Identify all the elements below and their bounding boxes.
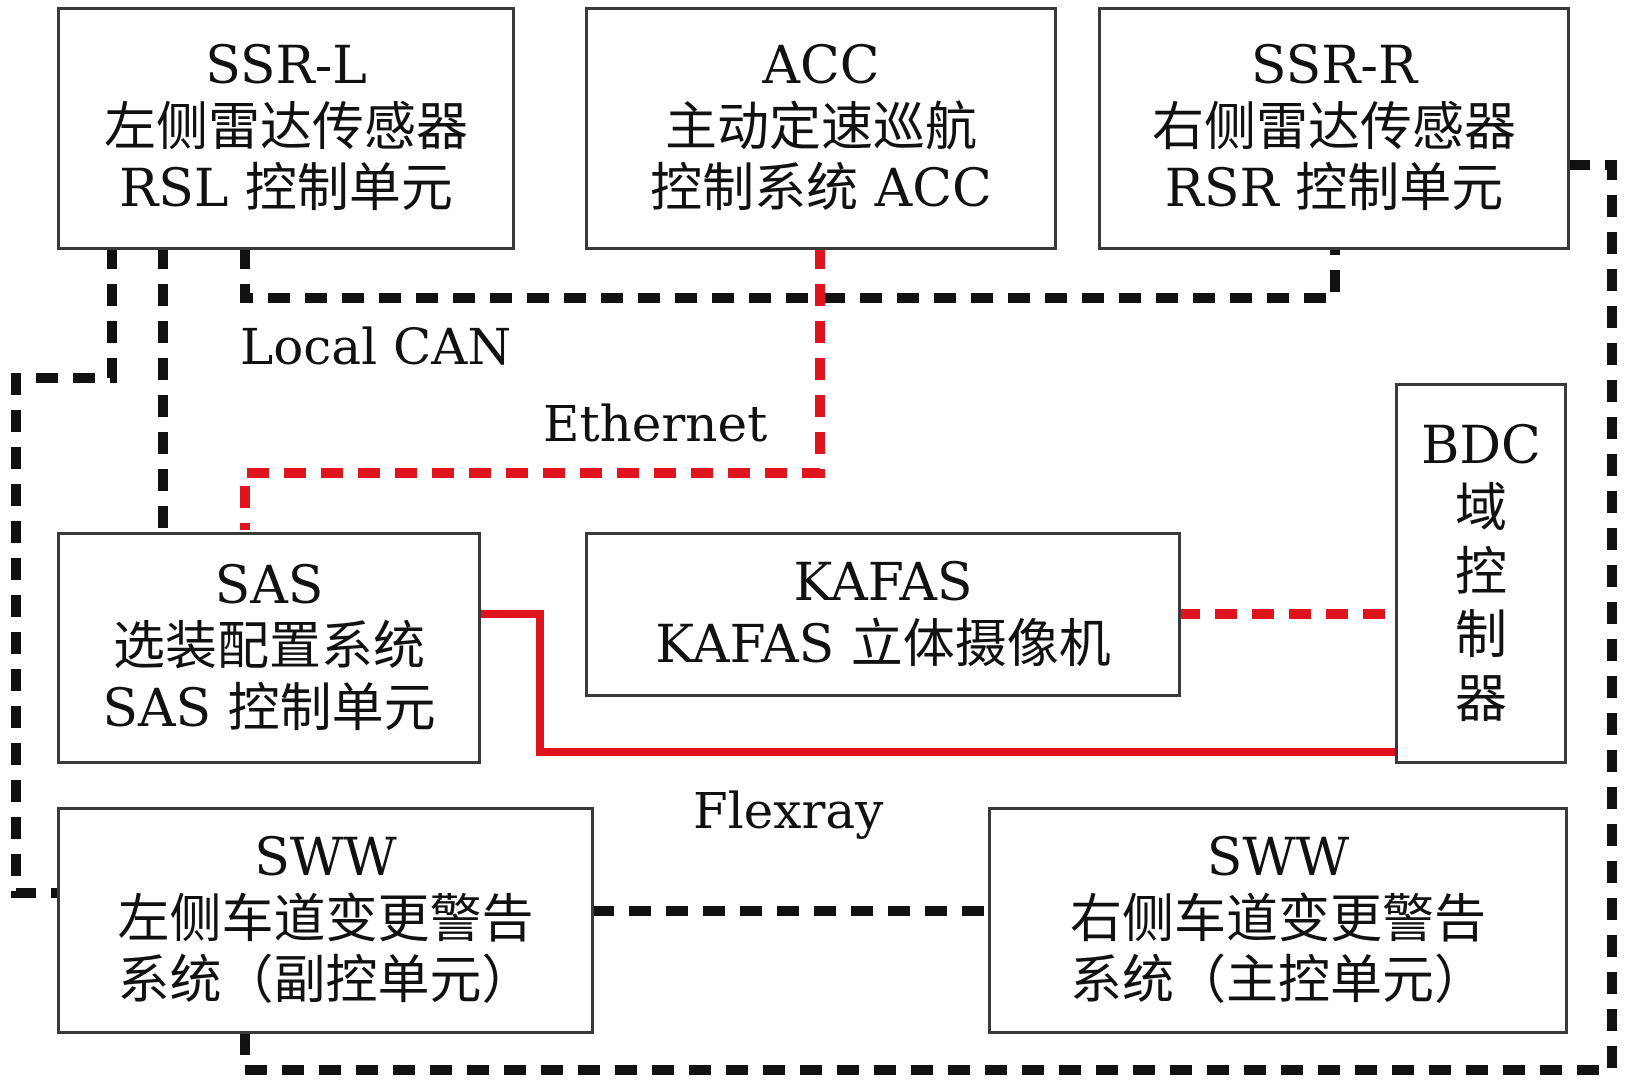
ssr-l-line-3: RSL 控制单元 [119,159,453,220]
ethernet-label: Ethernet [543,395,768,453]
sww-left-node: SWW 左侧车道变更警告 系统（副控单元） [57,807,594,1034]
local-can-top-bus [240,247,1340,303]
ssr-r-line-1: SSR-R [1250,36,1418,97]
bdc-node: BDC 域 控 制 器 [1395,383,1567,764]
ethernet-bus [240,247,825,530]
flexray-bus [479,610,1395,756]
ssr-r-line-3: RSR 控制单元 [1164,159,1504,220]
acc-line-2: 主动定速巡航 [664,97,977,158]
bdc-line-1: BDC [1421,415,1541,476]
local-can-label: Local CAN [240,318,512,376]
ssr-l-line-1: SSR-L [205,36,367,97]
bdc-line-5: 器 [1454,669,1507,730]
sas-line-1: SAS [214,555,324,616]
sas-line-3: SAS 控制单元 [102,678,436,739]
acc-node: ACC 主动定速巡航 控制系统 ACC [585,7,1057,250]
sww-left-line-3: 系统（副控单元） [117,951,534,1012]
sww-left-line-2: 左侧车道变更警告 [117,889,534,950]
bdc-line-4: 制 [1454,606,1507,667]
acc-line-3: 控制系统 ACC [650,159,992,220]
ssr-r-line-2: 右侧雷达传感器 [1151,97,1516,158]
bdc-line-2: 域 [1454,479,1507,540]
sww-left-line-1: SWW [254,828,397,889]
acc-line-1: ACC [762,36,880,97]
sww-right-line-1: SWW [1206,828,1350,889]
sas-line-2: 选装配置系统 [112,617,425,678]
kafas-node: KAFAS KAFAS 立体摄像机 [585,532,1181,697]
sww-right-line-3: 系统（主控单元） [1069,951,1486,1012]
sww-right-line-2: 右侧车道变更警告 [1069,889,1486,950]
sas-node: SAS 选装配置系统 SAS 控制单元 [57,532,481,764]
ssr-l-line-2: 左侧雷达传感器 [103,97,468,158]
ssr-l-node: SSR-L 左侧雷达传感器 RSL 控制单元 [57,7,515,250]
local-can-left-loop [11,247,117,898]
sww-right-node: SWW 右侧车道变更警告 系统（主控单元） [988,807,1568,1034]
kafas-line-2: KAFAS 立体摄像机 [655,614,1111,675]
bdc-line-3: 控 [1454,542,1507,603]
kafas-line-1: KAFAS [793,553,973,614]
ssr-r-node: SSR-R 右侧雷达传感器 RSR 控制单元 [1098,7,1570,250]
flexray-label: Flexray [693,782,884,840]
